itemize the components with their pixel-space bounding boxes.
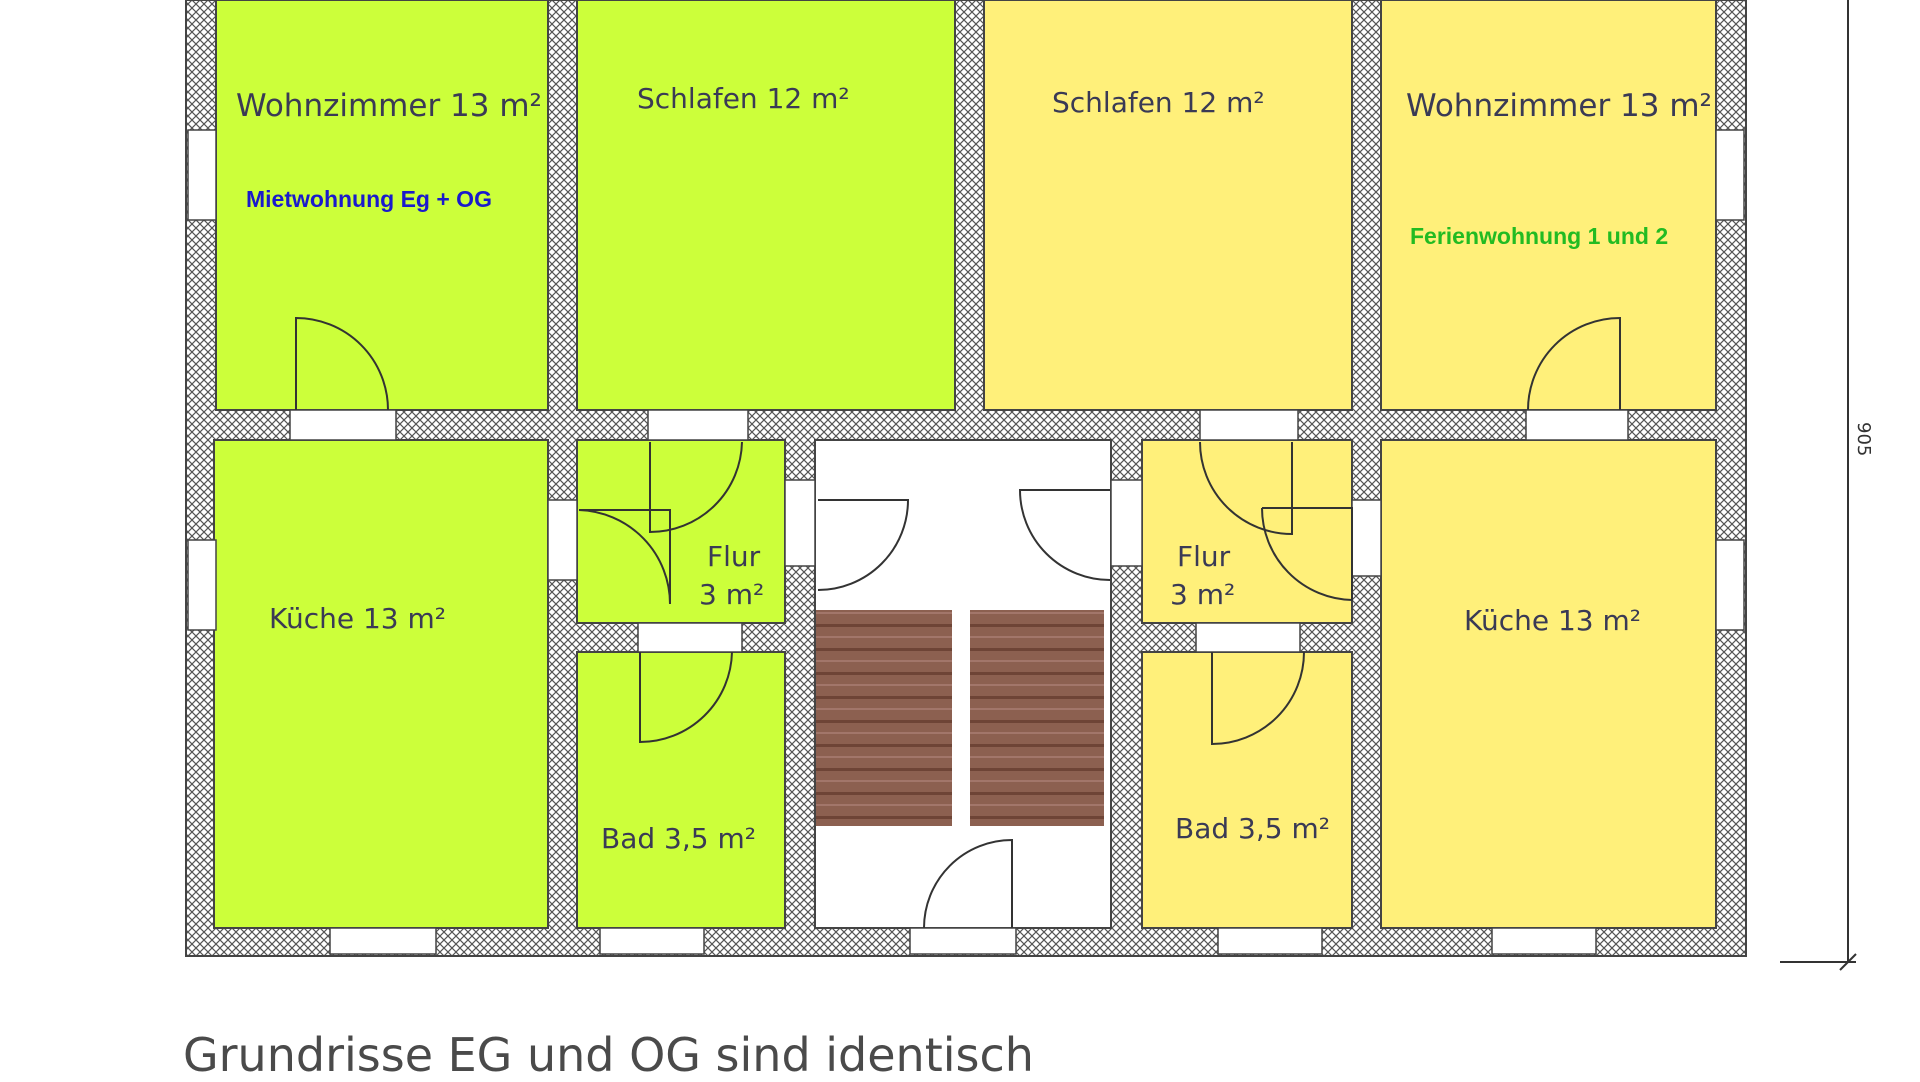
room-wohnzimmer-right [1380, 0, 1717, 411]
label-kueche-left: Küche 13 m² [269, 602, 446, 635]
room-bad-left [576, 651, 786, 929]
room-wohnzimmer-left [215, 0, 549, 411]
room-schlafen-left [576, 0, 956, 411]
stair-flight-left [816, 610, 952, 826]
room-bad-right [1141, 651, 1353, 929]
door-openings [289, 409, 1629, 653]
room-schlafen-right [983, 0, 1353, 411]
label-flur-left-name: Flur [707, 540, 761, 573]
dimension-label: 905 [1853, 422, 1874, 456]
room-kueche-left [213, 439, 549, 929]
label-bad-right: Bad 3,5 m² [1175, 812, 1330, 845]
room-kueche-right [1380, 439, 1717, 929]
windows [187, 129, 1745, 955]
label-flur-right-name: Flur [1177, 540, 1231, 573]
label-kueche-right: Küche 13 m² [1464, 604, 1641, 637]
label-flur-left-area: 3 m² [699, 578, 764, 611]
label-schlafen-left: Schlafen 12 m² [637, 82, 850, 115]
note-mietwohnung: Mietwohnung Eg + OG [246, 186, 492, 212]
note-ferienwohnung: Ferienwohnung 1 und 2 [1410, 223, 1668, 249]
label-schlafen-right: Schlafen 12 m² [1052, 86, 1265, 119]
stair-flight-right [970, 610, 1104, 826]
door-swings [295, 316, 1621, 929]
label-wohnzimmer-right: Wohnzimmer 13 m² [1406, 88, 1712, 124]
label-flur-right-area: 3 m² [1170, 578, 1235, 611]
caption: Grundrisse EG und OG sind identisch [183, 1028, 1034, 1082]
dimension-line [1780, 0, 1857, 971]
label-bad-left: Bad 3,5 m² [601, 822, 756, 855]
label-wohnzimmer-left: Wohnzimmer 13 m² [236, 88, 542, 124]
